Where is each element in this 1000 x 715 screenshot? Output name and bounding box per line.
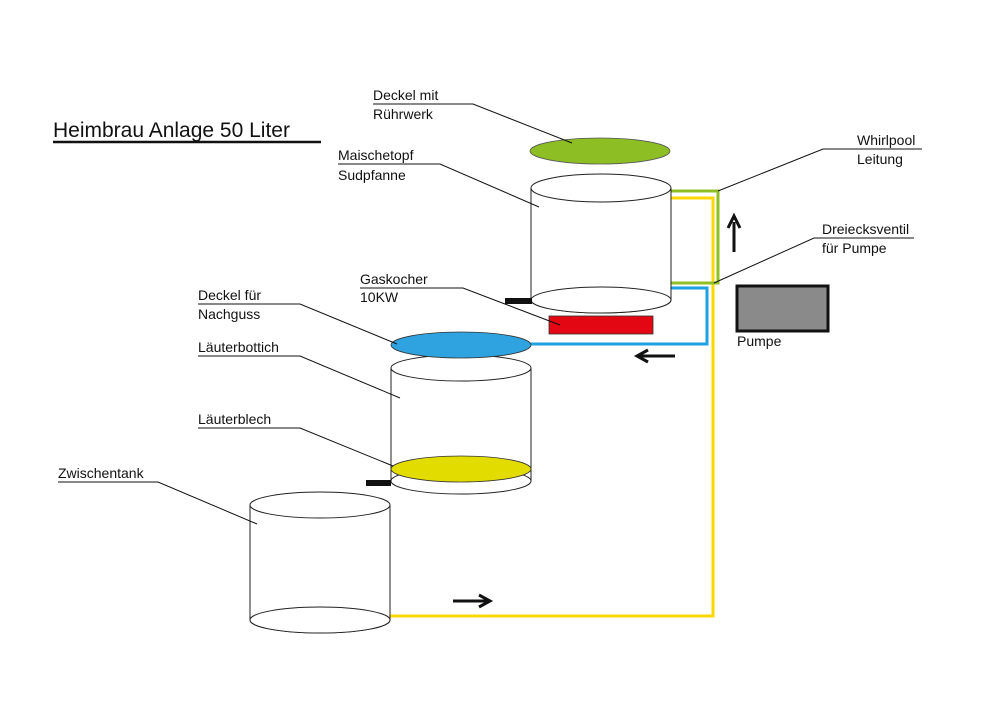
yellow-pipe	[390, 196, 715, 618]
label-stirrer-lid-1: Deckel mit	[373, 87, 438, 103]
label-whirlpool-1: Whirlpool	[857, 132, 915, 148]
stirrer-lid	[529, 137, 671, 165]
label-burner-1: Gaskocher	[360, 271, 428, 287]
leader-lines	[58, 103, 922, 525]
pump	[735, 284, 830, 333]
label-burner-2: 10KW	[360, 289, 399, 305]
gas-burner	[548, 315, 654, 335]
sparge-pipe	[530, 286, 709, 346]
label-mash-pot-2: Sudpfanne	[338, 167, 406, 183]
label-valve-1: Dreiecksventil	[822, 221, 909, 237]
label-sparge-lid-1: Deckel für	[198, 287, 261, 303]
sparge-lid	[390, 331, 532, 359]
whirlpool-pipe	[668, 189, 720, 285]
right-arrow	[453, 593, 494, 609]
lauter-plate	[390, 455, 532, 483]
mash-pot-outlet	[505, 298, 532, 304]
label-valve-2: für Pumpe	[822, 240, 887, 256]
mash-pot	[530, 173, 672, 314]
label-pump: Pumpe	[737, 333, 782, 349]
label-sparge-lid-2: Nachguss	[198, 306, 260, 322]
up-arrow	[726, 212, 742, 252]
lauter-tun-outlet	[366, 480, 391, 486]
label-stirrer-lid-2: Rührwerk	[373, 106, 434, 122]
label-lauter-tun: Läuterbottich	[198, 339, 279, 355]
left-arrow	[633, 348, 675, 364]
label-lauter-plate: Läuterblech	[198, 411, 271, 427]
label-mash-pot-1: Maischetopf	[338, 147, 414, 163]
intermediate-tank	[249, 491, 391, 634]
diagram-title: Heimbrau Anlage 50 Liter	[53, 119, 290, 142]
label-whirlpool-2: Leitung	[857, 151, 903, 167]
label-intermediate-tank: Zwischentank	[58, 465, 145, 481]
